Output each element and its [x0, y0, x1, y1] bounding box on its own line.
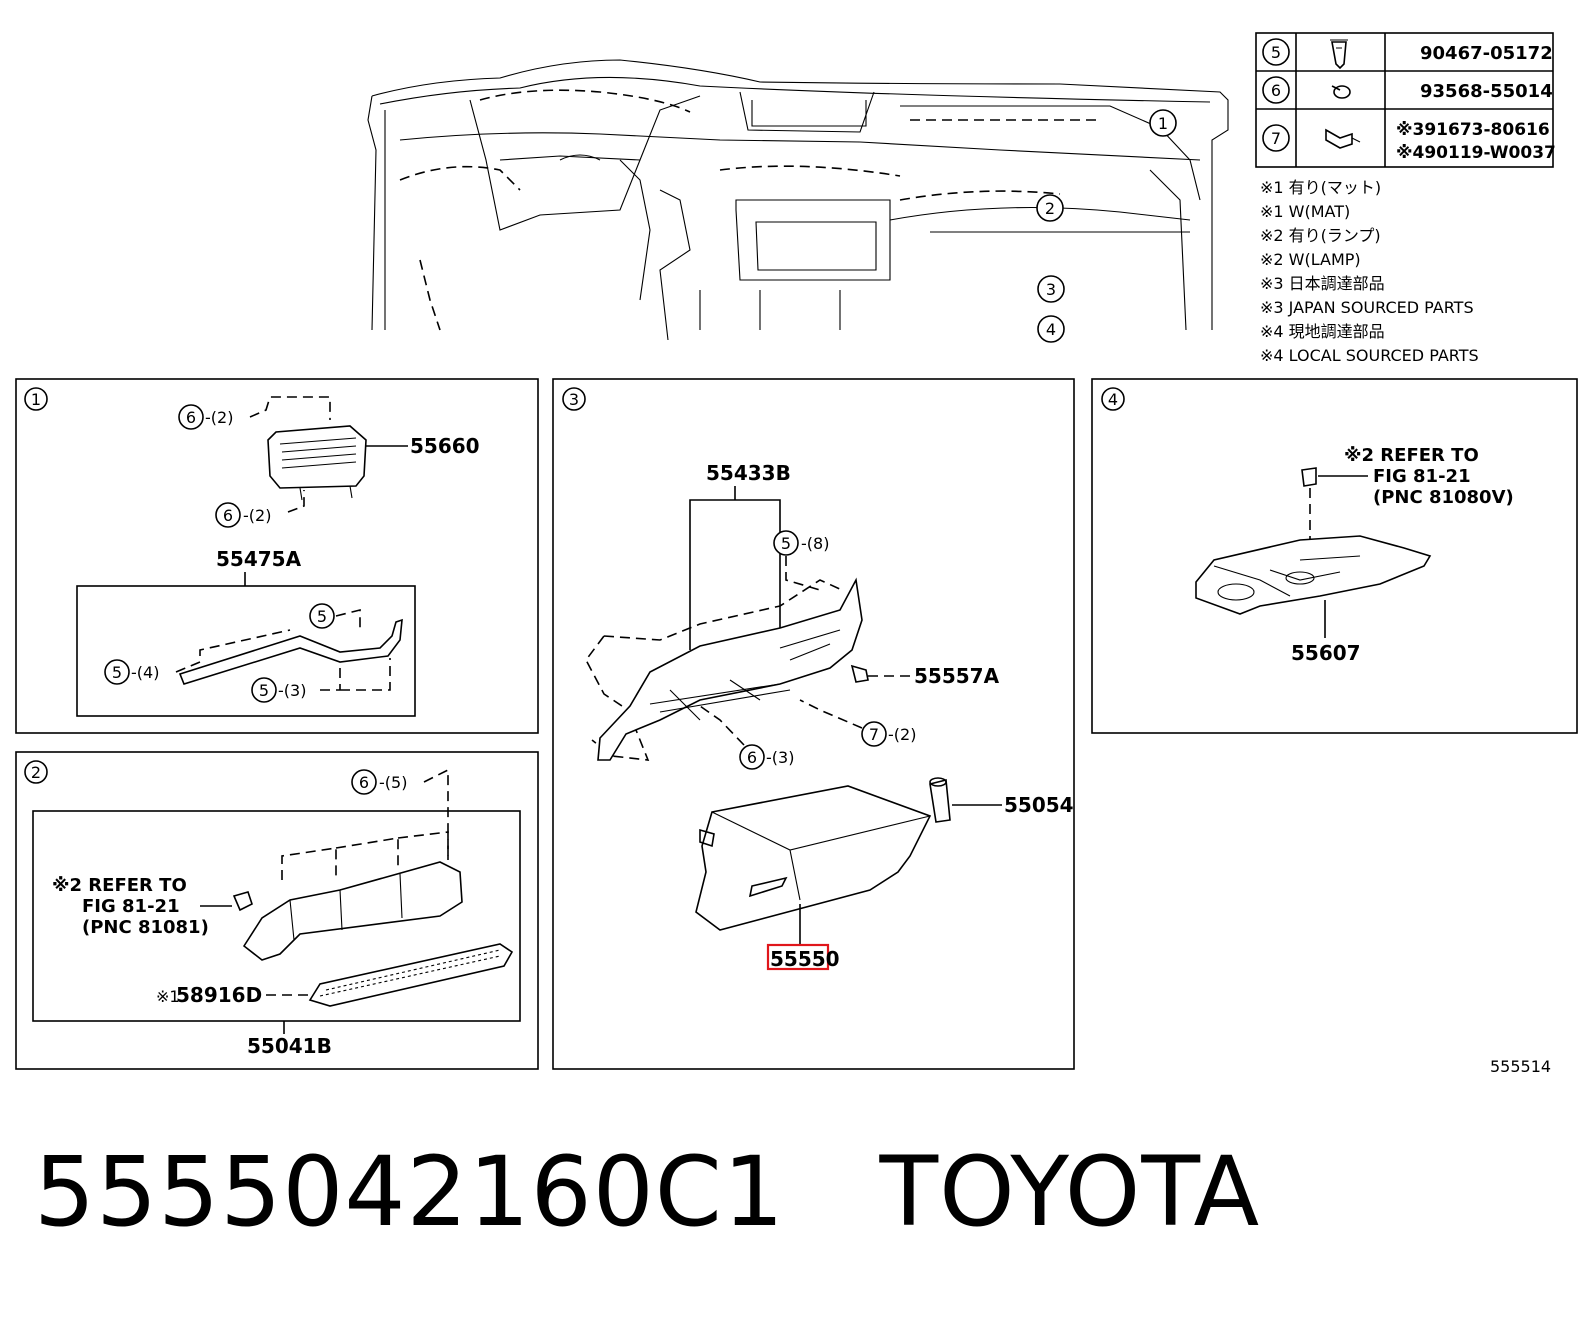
overview-callout-3 — [1037, 275, 1065, 303]
panel4-ref-line2: FIG 81-21 — [1373, 466, 1471, 487]
latch-part — [850, 664, 869, 683]
note-2-en: ※2 W(LAMP) — [1260, 250, 1361, 269]
panel1-c2: 5 — [112, 663, 122, 682]
part-55550[interactable]: 55550 — [770, 947, 840, 971]
legend-part-490119: ※490119-W0037 — [1396, 143, 1556, 163]
panel2-ref-line2: FIG 81-21 — [82, 896, 180, 917]
panel-4: 4 ※2 REFER TO FIG 81-21 (PNC 81080V) 556… — [1091, 378, 1578, 734]
panel2-mat-prefix: ※1 — [156, 987, 180, 1006]
overview-callouts: 1 2 3 4 — [1036, 109, 1177, 343]
part-55660: 55660 — [410, 434, 480, 458]
panel-1-id: 1 — [31, 390, 41, 409]
overview-callout-3-text: 3 — [1046, 280, 1056, 299]
glovebox-part — [695, 785, 932, 931]
note-4-jp: ※4 現地調達部品 — [1260, 322, 1385, 341]
part-55607: 55607 — [1291, 641, 1361, 665]
panel1-callout-a-qty: -(2) — [205, 408, 233, 427]
mat-part — [308, 943, 514, 1007]
panel3-c6-qty: -(3) — [766, 748, 794, 767]
center-vent-part — [267, 425, 367, 501]
legend-ref-5: 5 — [1271, 43, 1281, 62]
overview-callout-4 — [1037, 315, 1065, 343]
panel1-callout-b: 6 — [223, 506, 233, 525]
legend-part-391673: ※391673-80616 — [1396, 120, 1550, 140]
panel3-c5: 5 — [781, 534, 791, 553]
overview-callout-4-text: 4 — [1046, 320, 1056, 339]
legend-part-90467: 90467-05172 — [1420, 43, 1553, 64]
figure-number: 555514 — [1490, 1057, 1551, 1076]
panel1-callout-b-qty: -(2) — [243, 506, 271, 525]
panel4-ref-line3: (PNC 81080V) — [1373, 487, 1514, 508]
note-2-jp: ※2 有り(ランプ) — [1260, 226, 1381, 245]
panel4-ref-line1: ※2 REFER TO — [1344, 445, 1479, 466]
screw-icon — [1331, 85, 1351, 99]
garnish-strip-part — [178, 618, 403, 685]
bolt-icon — [1325, 128, 1361, 149]
overview-callout-1-text: 1 — [1158, 114, 1168, 133]
panel-1: 1 6 -(2) 55660 6 -(2) 55475A 5 5 -(4) 5 … — [15, 378, 539, 734]
panel2-callout-qty: -(5) — [379, 773, 407, 792]
panel-3-id: 3 — [569, 390, 579, 409]
legend-part-93568: 93568-55014 — [1420, 81, 1553, 102]
panel-3: 3 55433B 5 -(8) 55557A 7 -(2) 6 -(3) — [552, 378, 1075, 1070]
panel-4-id: 4 — [1108, 390, 1118, 409]
panel-2-id: 2 — [31, 763, 41, 782]
damper-part — [929, 777, 951, 823]
note-3-jp: ※3 日本調達部品 — [1260, 274, 1385, 293]
panel3-c7: 7 — [869, 725, 879, 744]
note-4-en: ※4 LOCAL SOURCED PARTS — [1260, 346, 1479, 365]
panel3-c5-qty: -(8) — [801, 534, 829, 553]
panel2-ref-line3: (PNC 81081) — [82, 917, 209, 938]
panel-2: 2 6 -(5) ※2 REFER TO FIG 81-21 (PNC 8108… — [15, 751, 539, 1070]
panel1-c2-qty: -(4) — [131, 663, 159, 682]
panel3-c6: 6 — [747, 748, 757, 767]
part-55475A: 55475A — [216, 547, 302, 571]
highlight-box — [766, 943, 830, 971]
part-55433B: 55433B — [706, 461, 791, 485]
fastener-legend-table: 5 6 7 90467-05172 93568-55014 ※391673-80… — [1255, 32, 1556, 168]
part-58916D: 58916D — [176, 983, 262, 1007]
note-3-en: ※3 JAPAN SOURCED PARTS — [1260, 298, 1474, 317]
part-55557A: 55557A — [914, 664, 1000, 688]
legend-ref-6: 6 — [1271, 81, 1281, 100]
panel2-callout: 6 — [359, 773, 369, 792]
panel1-callout-a: 6 — [186, 408, 196, 427]
legend-ref-7: 7 — [1271, 129, 1281, 148]
panel1-c1: 5 — [317, 607, 327, 626]
notes-list: ※1 有り(マット) ※1 W(MAT) ※2 有り(ランプ) ※2 W(LAM… — [1260, 178, 1479, 365]
note-1-en: ※1 W(MAT) — [1260, 202, 1350, 221]
clip-icon — [1330, 39, 1348, 70]
panel2-ref-line1: ※2 REFER TO — [52, 875, 187, 896]
console-panel-part — [1195, 535, 1432, 615]
lower-panel-part — [242, 861, 463, 961]
glovebox-door-frame-part — [597, 577, 863, 761]
part-55041B: 55041B — [247, 1034, 332, 1058]
part-number-title: 5555042160C1 TOYOTA — [34, 1136, 1261, 1248]
note-1-jp: ※1 有り(マット) — [1260, 178, 1381, 197]
panel3-c7-qty: -(2) — [888, 725, 916, 744]
panel1-c3: 5 — [259, 681, 269, 700]
lamp-connector-icon — [232, 891, 253, 912]
part-55054: 55054 — [1004, 793, 1074, 817]
panel1-c3-qty: -(3) — [278, 681, 306, 700]
overview-callout-1 — [1149, 109, 1177, 137]
dashboard-overview — [367, 59, 1229, 341]
overview-callout-2 — [1036, 194, 1064, 222]
lamp-connector-icon-2 — [1301, 467, 1317, 487]
overview-callout-2-text: 2 — [1045, 199, 1055, 218]
